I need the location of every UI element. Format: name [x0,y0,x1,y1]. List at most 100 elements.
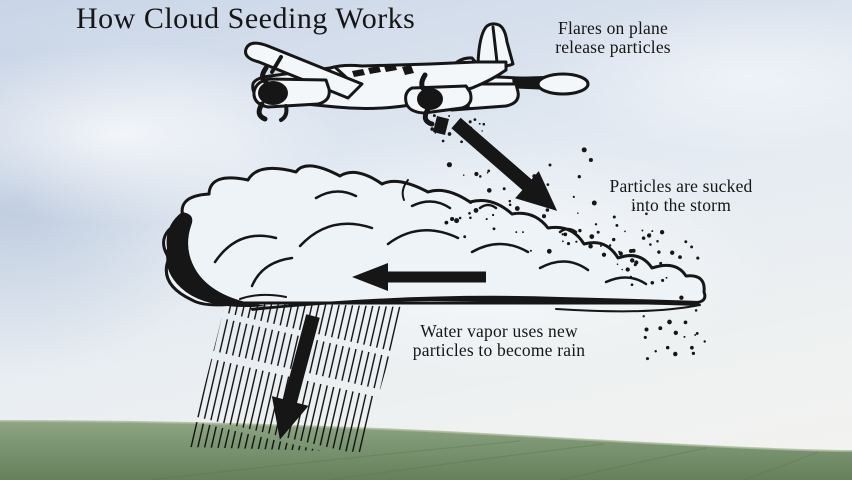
particle-dot [589,234,595,239]
particle-dot [599,245,602,247]
arrow-plane-to-storm [451,117,558,211]
particle-dot [474,171,479,177]
particle-dot [529,249,532,252]
particle-dot [696,256,700,260]
particle-dot [659,261,663,265]
particle-dot [673,351,678,357]
wingtip-pod [536,72,590,96]
label-flares-line2: release particles [555,37,671,58]
particle-dot [690,245,694,249]
particle-dot [625,267,630,272]
particle-dot [515,231,518,234]
particle-dot [578,228,582,233]
label-rain-line2: particles to become rain [412,340,586,361]
particle-dot [588,244,593,249]
cloud-left-shading [166,212,268,308]
particle-dot [469,216,472,220]
label-flares: Flares on plane release particles [488,18,738,58]
particle-dot [458,216,462,220]
particle-dot [541,214,547,219]
label-storm-line1: Particles are sucked [609,176,753,196]
particle-dot [478,122,481,125]
particle-dot [596,230,600,234]
particle-dot [546,183,550,186]
particle-dot [678,255,682,259]
particle-dot [612,215,616,219]
particle-dot [629,275,633,279]
particle-dot [642,315,645,318]
particle-dot [508,199,512,203]
particle-dot [621,268,623,271]
particle-dot [463,235,467,239]
particle-dot [683,320,688,325]
particle-dot [575,240,578,243]
particle-dot [684,240,688,244]
particle-dot [667,319,672,325]
particle-dot [545,208,550,212]
particle-dot [630,258,635,263]
particle-dot [434,132,437,134]
label-storm-line2: into the storm [630,195,731,216]
particle-dot [659,230,665,235]
particle-dot [588,157,593,163]
particle-dot [616,263,619,265]
particle-dot [566,242,571,246]
particle-dot [432,114,436,118]
particle-dot [454,218,460,224]
storm-cloud [162,164,707,313]
arrow-rain-to-ground [271,314,320,440]
particle-dot [473,118,477,121]
particle-dot [485,218,488,221]
particle-dot [508,203,512,207]
particle-dot [450,216,455,222]
label-rain-line1: Water vapor uses new [420,321,578,341]
particle-dot [502,187,506,191]
particle-dot [562,240,564,243]
particle-dot [479,175,482,178]
particle-dot [460,140,463,144]
label-particles-sucked: Particles are sucked into the storm [556,176,806,216]
page-title: How Cloud Seeding Works [76,2,416,35]
particle-dot [482,122,486,126]
particle-dot [522,231,524,234]
particle-dot [473,208,479,213]
particle-dot [649,233,651,235]
particle-dot [548,163,552,167]
particle-dot [694,309,698,312]
particle-dot [703,340,706,343]
particle-dot [611,237,616,242]
particle-dot [690,345,694,350]
twin-engine-seeding-plane [244,22,590,135]
propeller-blade [419,72,429,94]
particle-dot [645,212,648,216]
cockpit-windows [352,64,414,77]
particle-dot [577,175,581,179]
particle-dot [657,250,661,254]
particle-dot [649,243,652,246]
near-wing [244,41,364,100]
particle-dot [468,211,471,215]
particle-dot [577,212,579,214]
particle-dot [608,244,612,247]
cloud-inner-detail [213,179,648,288]
particle-dot [441,139,445,143]
particle-dot [645,357,650,361]
particle-dot [641,229,644,232]
particle-dot [546,248,552,254]
particle-dot [508,244,511,247]
particle-dot [563,232,568,237]
particle-dot [444,220,449,225]
particle-dot [641,236,646,240]
particle-dot [695,331,699,335]
particle-dot [618,251,623,256]
particle-dot [650,281,655,285]
flow-arrows [271,117,558,440]
particle-dot [430,127,434,131]
particle-dot [679,295,684,300]
particle-dot [630,283,634,287]
flare-dispenser [433,116,449,135]
particle-dot [492,227,496,231]
label-water-vapor: Water vapor uses new particles to become… [374,321,624,361]
grass-field [0,420,852,480]
